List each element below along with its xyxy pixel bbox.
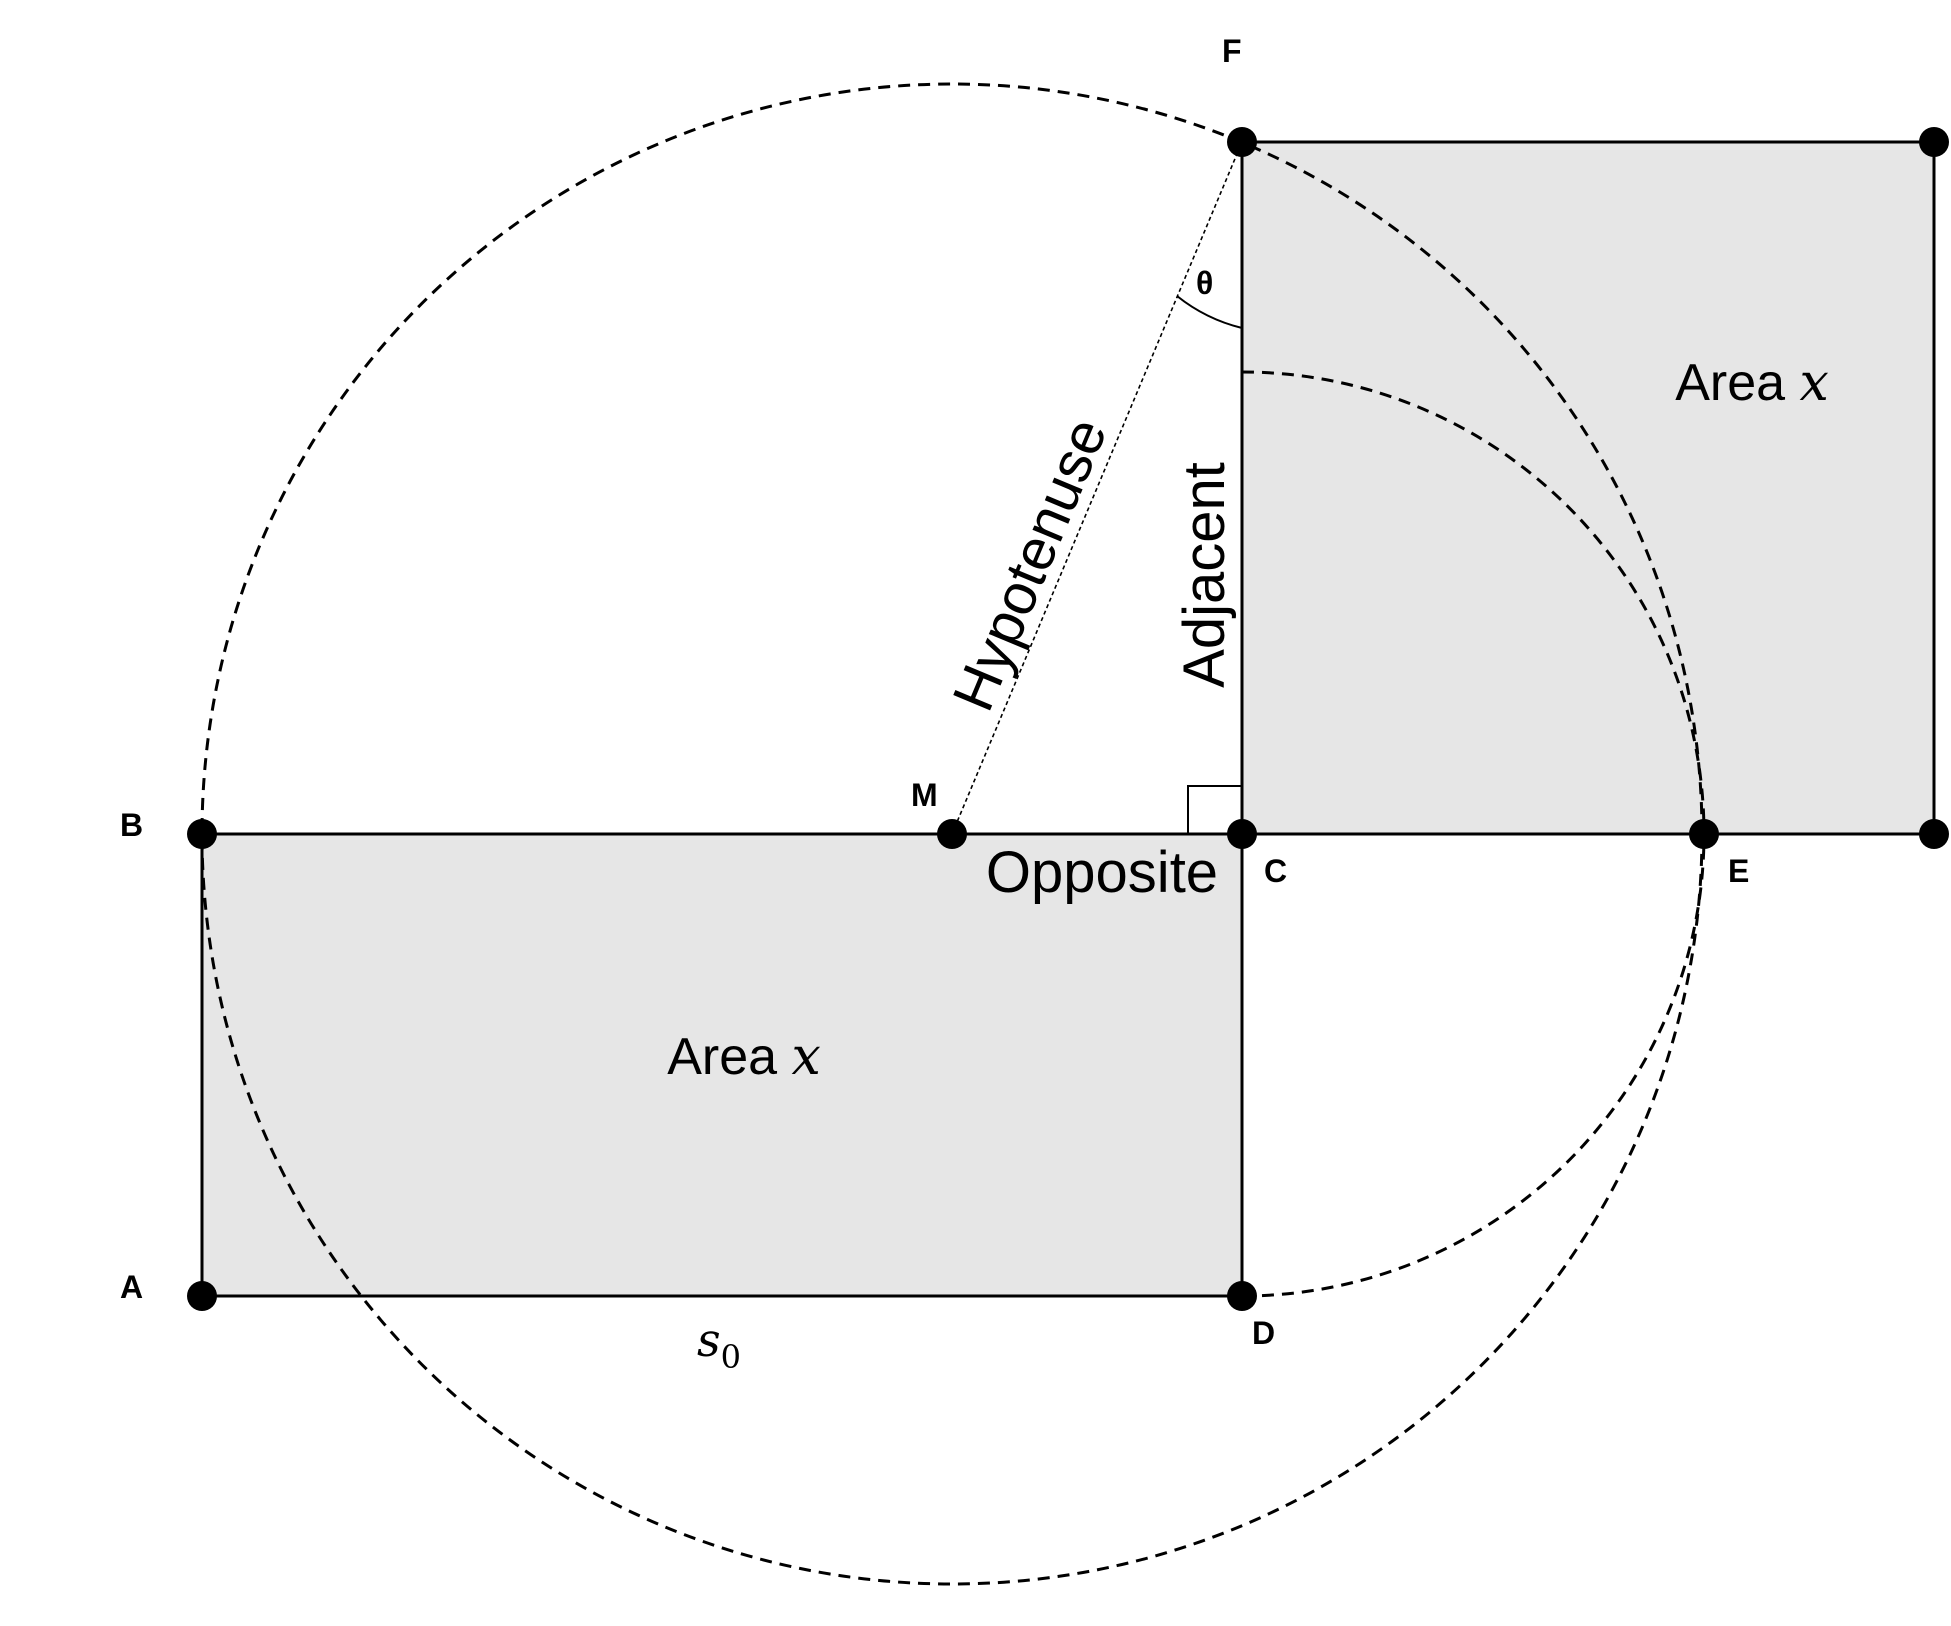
label-area-upper: Area x bbox=[1675, 353, 1829, 413]
label-M: M bbox=[911, 777, 938, 813]
label-opposite: Opposite bbox=[986, 840, 1218, 905]
label-base-length: s0 bbox=[697, 1313, 741, 1376]
point-bottom-right-corner bbox=[1919, 819, 1949, 849]
point-B bbox=[187, 819, 217, 849]
label-D: D bbox=[1252, 1315, 1275, 1351]
point-M bbox=[937, 819, 967, 849]
hypotenuse-line-M-F bbox=[951, 141, 1243, 835]
point-E bbox=[1689, 819, 1719, 849]
label-adjacent: Adjacent bbox=[1172, 462, 1237, 688]
theta-angle-arc bbox=[1176, 295, 1243, 329]
dashed-arc-center-C-upper bbox=[1241, 370, 1706, 835]
label-A: A bbox=[120, 1269, 143, 1305]
label-theta: θ bbox=[1196, 265, 1213, 301]
label-hypotenuse: Hypotenuse bbox=[940, 409, 1119, 720]
point-F bbox=[1227, 127, 1257, 157]
upper-square-CF bbox=[1240, 140, 1936, 836]
point-top-right-corner bbox=[1919, 127, 1949, 157]
lower-rectangle-ABCD bbox=[200, 832, 1244, 1298]
label-F: F bbox=[1222, 33, 1242, 69]
point-A bbox=[187, 1281, 217, 1311]
right-angle-marker bbox=[1187, 785, 1242, 834]
point-D bbox=[1227, 1281, 1257, 1311]
label-B: B bbox=[120, 807, 143, 843]
point-C bbox=[1227, 819, 1257, 849]
dashed-arc-center-C-lower bbox=[1241, 833, 1706, 1298]
label-area-lower: Area x bbox=[667, 1027, 821, 1087]
label-C: C bbox=[1264, 853, 1287, 889]
label-E: E bbox=[1728, 853, 1749, 889]
